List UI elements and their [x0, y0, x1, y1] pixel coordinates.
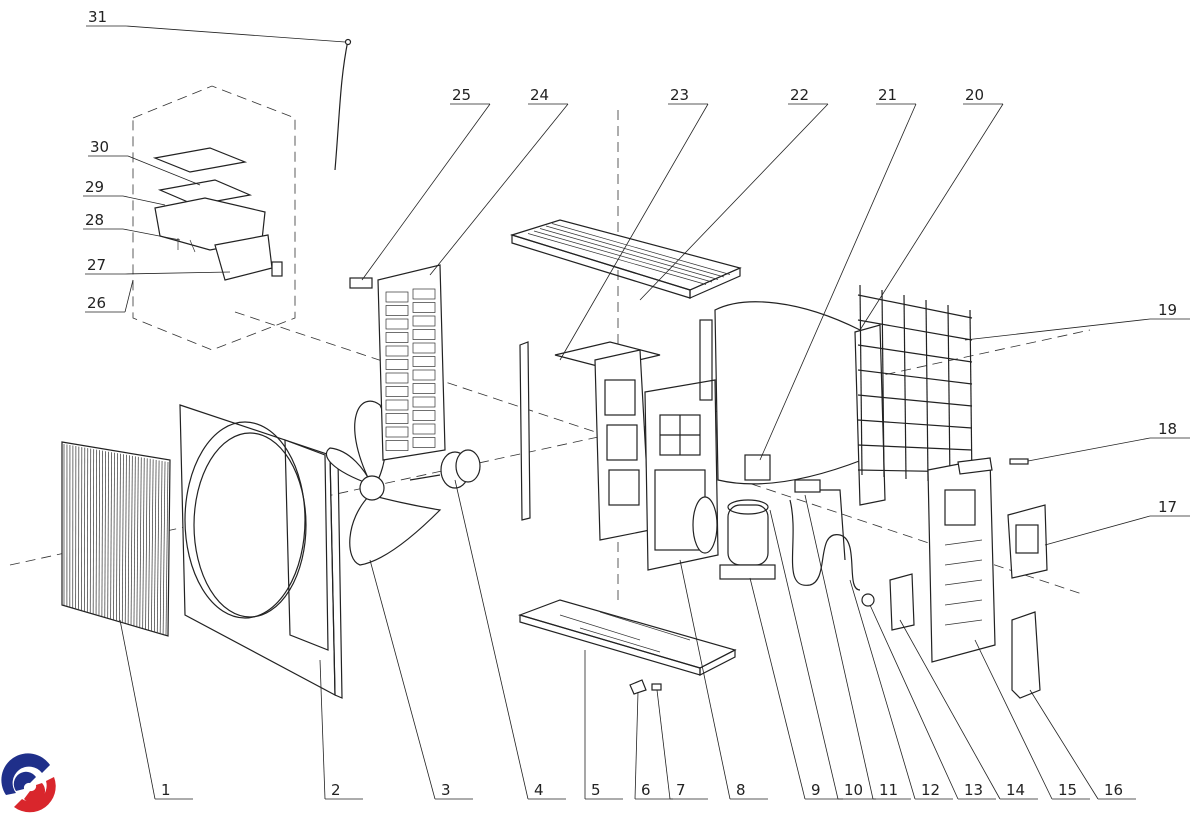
part-label-20: 20	[965, 86, 984, 104]
control-box-group	[132, 85, 296, 351]
leader-line-23	[559, 103, 709, 361]
support-strip	[519, 341, 531, 521]
leader-line-17	[1044, 515, 1151, 546]
part-label-19: 19	[1158, 301, 1177, 319]
clip-part	[349, 277, 373, 289]
part-label-28: 28	[85, 211, 104, 229]
leader-line-7	[656, 689, 671, 800]
part-label-29: 29	[85, 178, 104, 196]
part-label-3: 3	[441, 781, 451, 799]
handle	[1007, 504, 1048, 579]
leader-line-29	[122, 195, 166, 206]
nut	[651, 683, 662, 691]
leader-line-24	[429, 103, 569, 276]
part-label-12: 12	[921, 781, 940, 799]
leader-line-13	[869, 604, 959, 800]
leader-line-8	[679, 559, 731, 800]
part-label-6: 6	[641, 781, 651, 799]
leader-line-18	[1027, 437, 1151, 462]
fan-blade	[325, 400, 442, 566]
front-grille	[61, 441, 171, 637]
condenser-coil	[699, 301, 886, 506]
front-panel	[179, 404, 343, 699]
part-label-16: 16	[1104, 781, 1123, 799]
part-label-24: 24	[530, 86, 549, 104]
leader-line-28	[122, 228, 181, 241]
leader-line-20	[859, 103, 1004, 331]
motor-bracket	[377, 264, 446, 461]
leader-line-6	[634, 691, 639, 800]
leader-line-9	[749, 577, 806, 800]
part-label-30: 30	[90, 138, 109, 156]
part-label-23: 23	[670, 86, 689, 104]
part-label-26: 26	[87, 294, 106, 312]
part-label-22: 22	[790, 86, 809, 104]
leader-line-30	[127, 155, 201, 186]
leader-line-21	[759, 103, 917, 461]
part-label-5: 5	[591, 781, 601, 799]
base-plate	[518, 599, 737, 676]
side-panel	[927, 457, 996, 663]
leader-line-14	[899, 619, 1001, 800]
leader-line-10	[769, 509, 839, 800]
valve-bracket	[889, 573, 915, 631]
refrigerant-piping	[789, 479, 875, 607]
part-label-9: 9	[811, 781, 821, 799]
part-label-21: 21	[878, 86, 897, 104]
leader-line-26	[124, 279, 134, 313]
part-label-25: 25	[452, 86, 471, 104]
side-panel-top	[957, 457, 993, 475]
part-label-31: 31	[88, 8, 107, 26]
part-label-15: 15	[1058, 781, 1077, 799]
leader-line-19	[964, 318, 1151, 341]
leader-line-16	[1029, 689, 1099, 800]
part-label-27: 27	[87, 256, 106, 274]
part-label-14: 14	[1006, 781, 1025, 799]
screw	[1009, 458, 1029, 465]
reactor	[744, 454, 771, 481]
part-label-11: 11	[879, 781, 898, 799]
part-label-1: 1	[161, 781, 171, 799]
top-cover	[509, 219, 742, 299]
part-label-8: 8	[736, 781, 746, 799]
leader-line-11	[804, 494, 874, 800]
part-label-13: 13	[964, 781, 983, 799]
part-label-10: 10	[844, 781, 863, 799]
leader-line-31	[125, 25, 346, 43]
rubber-foot	[629, 679, 647, 695]
fan-motor	[409, 449, 481, 489]
leader-line-12	[849, 579, 916, 800]
partition-plate	[554, 341, 661, 541]
sensor-wire	[334, 39, 349, 171]
leader-line-1	[119, 619, 156, 800]
part-label-7: 7	[676, 781, 686, 799]
valve-cover	[1011, 611, 1041, 699]
leader-line-4	[454, 479, 529, 800]
part-label-4: 4	[534, 781, 544, 799]
part-label-18: 18	[1158, 420, 1177, 438]
leader-line-15	[974, 639, 1053, 800]
part-label-2: 2	[331, 781, 341, 799]
part-label-17: 17	[1158, 498, 1177, 516]
leader-line-2	[319, 659, 326, 800]
leader-line-22	[639, 103, 829, 301]
leader-line-25	[361, 103, 491, 281]
brand-logo	[1, 753, 56, 813]
leader-line-27	[124, 271, 231, 275]
leader-line-3	[369, 559, 436, 800]
compressor	[692, 496, 776, 580]
